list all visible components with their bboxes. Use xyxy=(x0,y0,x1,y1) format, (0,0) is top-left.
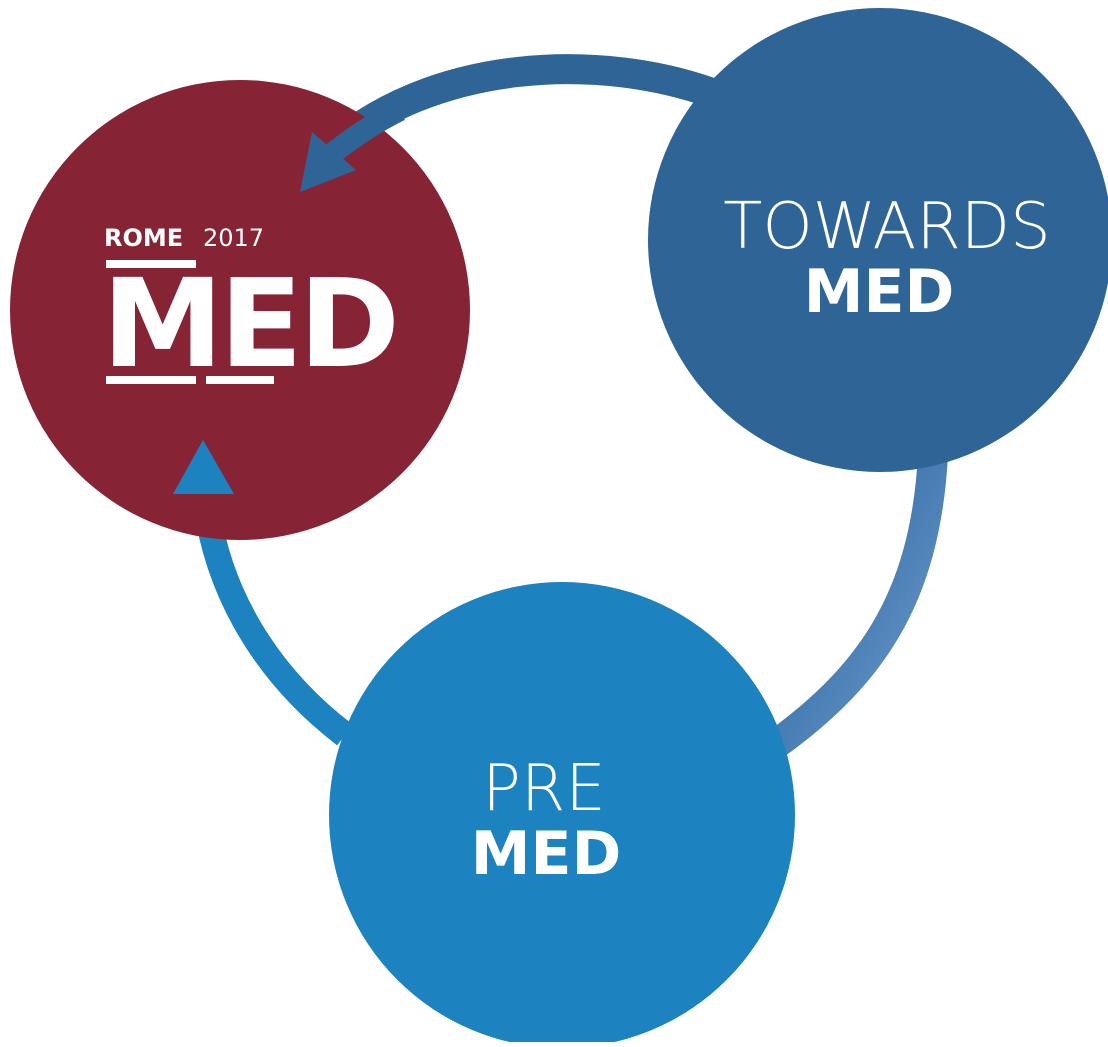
arrow-towards-to-pre xyxy=(753,454,948,767)
logo-city: ROME xyxy=(104,224,183,252)
circle-towards-med xyxy=(648,8,1108,472)
logo-rule-top xyxy=(106,260,196,268)
arrowhead-towards-to-rome-top xyxy=(300,132,356,192)
logo-rule-bottom-left xyxy=(106,376,196,384)
arrow-towards-to-rome-tail xyxy=(323,100,405,164)
towards-line2: MED xyxy=(804,257,955,327)
circle-rome-med xyxy=(10,80,470,540)
pre-line1: PRE xyxy=(482,752,606,826)
rome-med-logo: ROME 2017 MED xyxy=(102,224,400,395)
pre-line2: MED xyxy=(471,819,622,889)
arrowhead-pre-to-rome-top xyxy=(173,440,234,494)
circle-pre-med xyxy=(329,582,795,1047)
logo-main: MED xyxy=(102,253,396,395)
logo-rule-bottom-right xyxy=(206,376,274,384)
towards-line1: TOWARDS xyxy=(723,190,1050,264)
logo-year: 2017 xyxy=(203,224,264,252)
pre-med-label: PRE MED xyxy=(471,752,622,889)
towards-med-label: TOWARDS MED xyxy=(723,190,1050,327)
